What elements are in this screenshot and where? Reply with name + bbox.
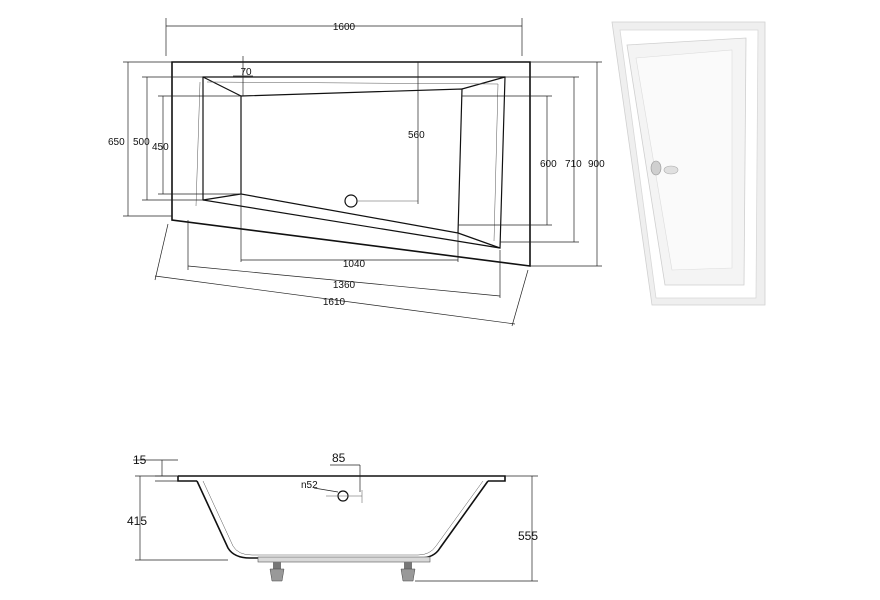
- dim-depth-left-basin: 450: [152, 142, 169, 153]
- dim-inner-length: 1360: [333, 280, 356, 291]
- dim-width-top: 1600: [333, 22, 356, 33]
- side-foot-left: [269, 562, 285, 582]
- side-base-rail: [257, 556, 431, 563]
- plan-view: 1600 70 650 500 450 560 600 710 900: [108, 18, 605, 327]
- plan-drain-circle: [344, 194, 358, 208]
- tub-render-inner: [635, 49, 733, 271]
- dim-depth-right-outer: 900: [588, 159, 605, 170]
- plan-slope-line: [202, 76, 242, 97]
- side-tub-inner: [202, 480, 484, 556]
- dim-depth-right-inner: 600: [540, 159, 557, 170]
- dim-overflow-offset: 85: [332, 451, 346, 465]
- dim-total-height: 555: [518, 529, 538, 543]
- dim-inner-height: 415: [127, 514, 147, 528]
- dim-basin-length: 1040: [343, 259, 366, 270]
- side-foot-right: [400, 562, 416, 582]
- plan-slope-line: [202, 193, 242, 201]
- tub-render-overflow: [650, 160, 662, 176]
- dim-overflow-diameter: n52: [301, 480, 318, 491]
- dim-basin-depth-center: 560: [408, 130, 425, 141]
- dim-depth-left: 650: [108, 137, 125, 148]
- dim-rim-width: 70: [240, 67, 252, 78]
- plan-rim-inner-edge: [206, 81, 499, 242]
- plan-slope-line: [461, 76, 506, 90]
- side-view: n52 15 85 415 555: [127, 451, 538, 582]
- dim-depth-left-inner: 500: [133, 137, 150, 148]
- dim-depth-right-mid: 710: [565, 159, 582, 170]
- dim-rim-thickness: 15: [133, 453, 147, 467]
- side-rim: [178, 475, 506, 482]
- tub-render-drain: [663, 165, 679, 175]
- tub-render: [611, 21, 766, 306]
- plan-rim-inner-edge: [195, 81, 201, 207]
- side-tub-body: [196, 480, 489, 559]
- dim-outer-length: 1610: [323, 297, 346, 308]
- plan-slope-line: [457, 232, 501, 249]
